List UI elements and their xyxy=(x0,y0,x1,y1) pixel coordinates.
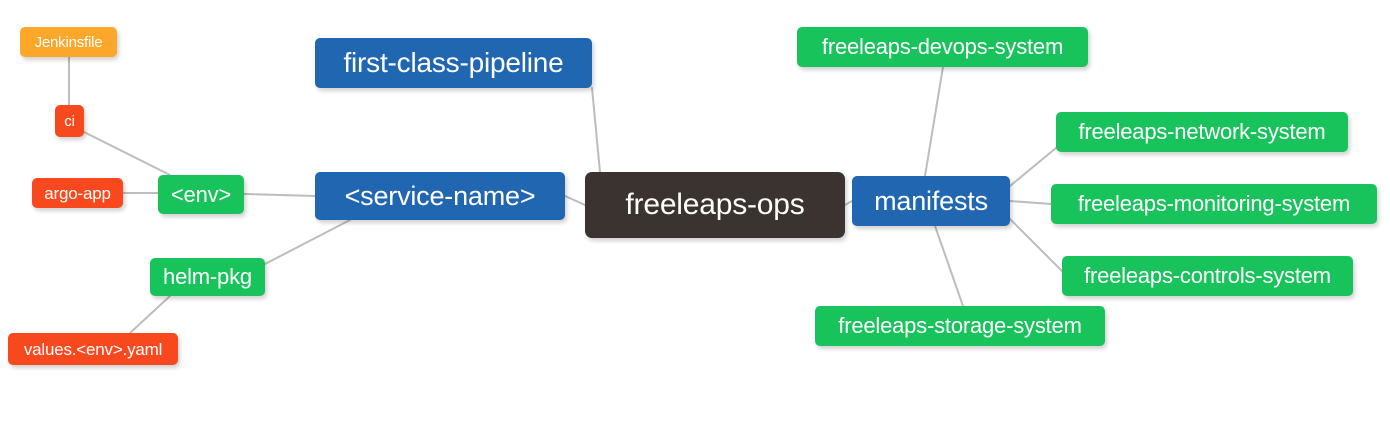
edge-manifests-to-controls xyxy=(1009,218,1063,272)
edge-root-to-service xyxy=(564,195,586,206)
edge-root-to-manifests xyxy=(844,200,853,206)
mindmap-node-devops[interactable]: freeleaps-devops-system xyxy=(797,27,1088,67)
edge-env-to-ci xyxy=(83,131,171,176)
mindmap-node-manifests[interactable]: manifests xyxy=(852,176,1010,226)
mindmap-node-helm[interactable]: helm-pkg xyxy=(150,258,265,296)
mindmap-node-pipeline[interactable]: first-class-pipeline xyxy=(315,38,592,88)
mindmap-node-controls[interactable]: freeleaps-controls-system xyxy=(1062,256,1353,296)
mindmap-node-service[interactable]: <service-name> xyxy=(315,172,565,220)
mindmap-node-values[interactable]: values.<env>.yaml xyxy=(8,333,178,365)
mindmap-node-monitoring[interactable]: freeleaps-monitoring-system xyxy=(1051,184,1377,224)
mindmap-node-env[interactable]: <env> xyxy=(158,175,244,214)
edge-manifests-to-devops xyxy=(924,66,944,177)
mindmap-node-network[interactable]: freeleaps-network-system xyxy=(1056,112,1348,152)
edge-root-to-pipeline xyxy=(591,87,601,173)
mindmap-node-jenkinsfile[interactable]: Jenkinsfile xyxy=(20,27,117,57)
mindmap-node-argo[interactable]: argo-app xyxy=(32,178,123,208)
edge-manifests-to-network xyxy=(1009,147,1057,187)
mindmap-node-storage[interactable]: freeleaps-storage-system xyxy=(815,306,1105,346)
mindmap-node-ci[interactable]: ci xyxy=(55,105,84,137)
edge-helm-to-values xyxy=(129,295,171,334)
edge-service-to-helm xyxy=(264,219,351,265)
edge-manifests-to-storage xyxy=(934,225,964,307)
edge-manifests-to-monitoring xyxy=(1009,200,1052,205)
mindmap-node-root[interactable]: freeleaps-ops xyxy=(585,172,845,238)
edge-service-to-env xyxy=(243,193,316,197)
